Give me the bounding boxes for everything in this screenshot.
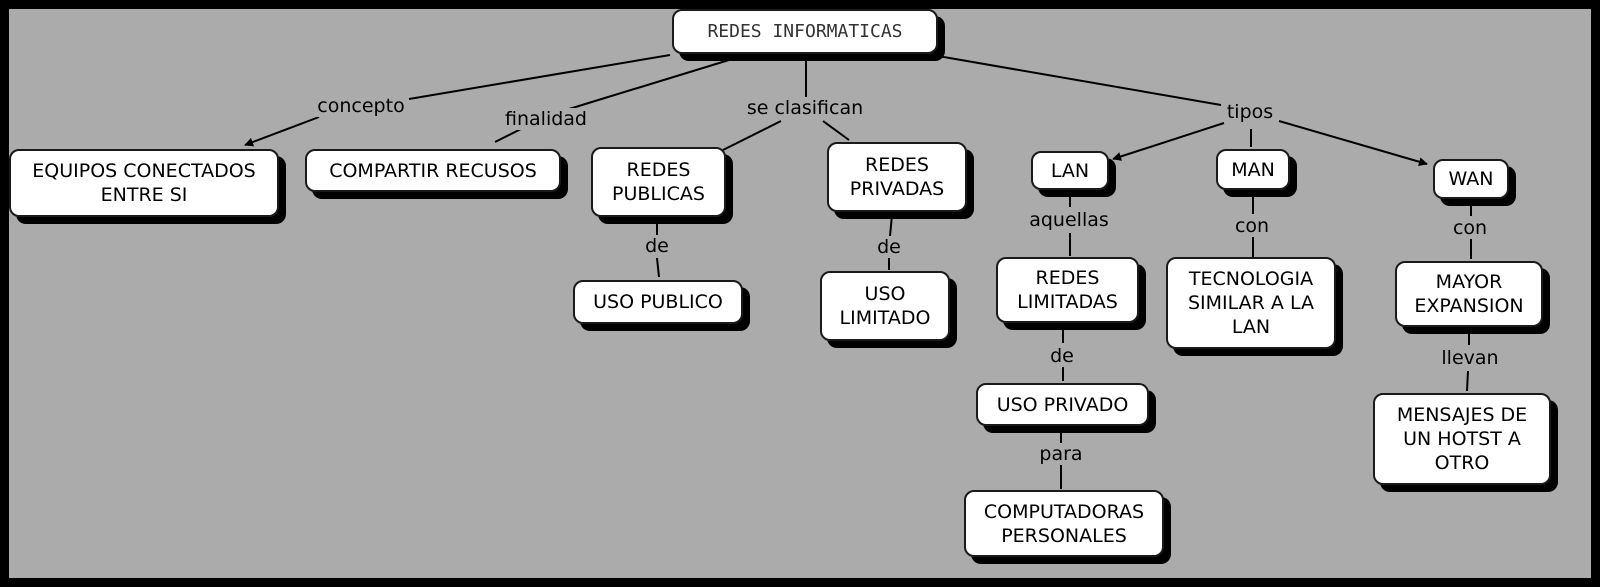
connector-line xyxy=(722,120,782,151)
node-mayor-expansion[interactable]: MAYOR EXPANSION xyxy=(1395,261,1543,327)
connector-line xyxy=(1112,122,1225,161)
node-redes-informaticas[interactable]: REDES INFORMATICAS xyxy=(672,9,938,54)
node-man[interactable]: MAN xyxy=(1216,149,1290,190)
link-label-aquellas: aquellas xyxy=(1027,209,1111,231)
connector-line xyxy=(244,116,320,147)
node-uso-privado[interactable]: USO PRIVADO xyxy=(976,383,1149,426)
connector-lines xyxy=(244,54,1472,489)
node-wan[interactable]: WAN xyxy=(1433,159,1509,199)
connector-line xyxy=(408,54,671,100)
connector-line xyxy=(937,55,1222,106)
connector-line xyxy=(494,128,522,143)
connector-line xyxy=(568,59,730,110)
concept-map-canvas: concepto finalidad se clasifican tipos d… xyxy=(9,9,1591,578)
link-label-se-clasifican: se clasifican xyxy=(744,97,866,119)
node-redes-privadas[interactable]: REDES PRIVADAS xyxy=(827,142,967,212)
node-uso-limitado[interactable]: USO LIMITADO xyxy=(820,271,950,341)
link-label-de: de xyxy=(1048,345,1076,367)
node-tecnologia[interactable]: TECNOLOGIA SIMILAR A LA LAN xyxy=(1166,257,1336,349)
node-mensajes[interactable]: MENSAJES DE UN HOTST A OTRO xyxy=(1373,393,1551,485)
node-redes-publicas[interactable]: REDES PUBLICAS xyxy=(591,147,726,217)
link-label-con: con xyxy=(1232,215,1272,237)
node-lan[interactable]: LAN xyxy=(1031,151,1109,190)
node-uso-publico[interactable]: USO PUBLICO xyxy=(573,280,743,324)
link-label-para: para xyxy=(1037,443,1085,465)
link-label-de: de xyxy=(875,236,903,258)
node-equipos-conectados[interactable]: EQUIPOS CONECTADOS ENTRE SI xyxy=(9,149,279,217)
connector-line xyxy=(1466,370,1469,392)
link-label-con: con xyxy=(1450,217,1490,239)
link-label-concepto: concepto xyxy=(315,95,407,117)
node-compartir-recusos[interactable]: COMPARTIR RECUSOS xyxy=(305,149,561,192)
link-label-finalidad: finalidad xyxy=(503,108,589,130)
node-computadoras-personales[interactable]: COMPUTADORAS PERSONALES xyxy=(964,490,1164,557)
node-redes-limitadas[interactable]: REDES LIMITADAS xyxy=(996,257,1139,323)
connector-line xyxy=(822,120,850,141)
link-label-tipos: tipos xyxy=(1224,101,1276,123)
connector-line xyxy=(1278,120,1428,167)
connector-line xyxy=(889,214,893,237)
link-label-de: de xyxy=(643,235,671,257)
connector-line xyxy=(656,257,660,278)
link-label-llevan: llevan xyxy=(1439,347,1501,369)
